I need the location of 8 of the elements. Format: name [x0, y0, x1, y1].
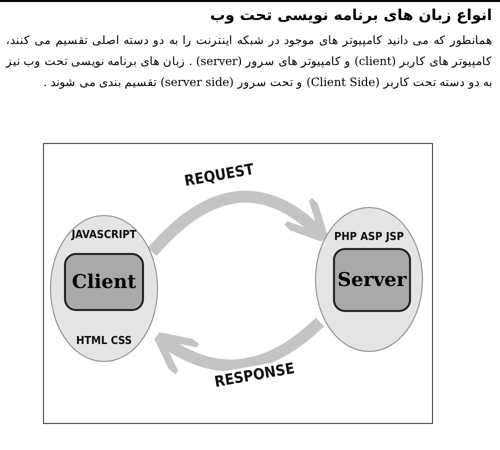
language-label: PHP ASP JSP [333, 230, 405, 243]
paragraph: همانطور که می دانید کامپیوتر های موجود در شبکه اینترنت را به دو دسته اصلی تقسیم می کنند، کامپیوتر های کاربر (client) و کامپیوتر های سرور (server) . زبان های برنامه نویسی تحت وب نیز به دو دسته تحت کاربر (Client Side) و تحت سرور (server side) تقسیم بندی می شوند . [6, 32, 492, 91]
rounded-box: Server [333, 248, 411, 312]
language-label: HTML CSS [75, 334, 133, 347]
rounded-box: Client [64, 253, 144, 311]
arrow [148, 190, 329, 256]
title: انواع زبان های برنامه نویسی تحت وب [210, 6, 492, 24]
language-label: JAVASCRIPT [70, 228, 138, 241]
